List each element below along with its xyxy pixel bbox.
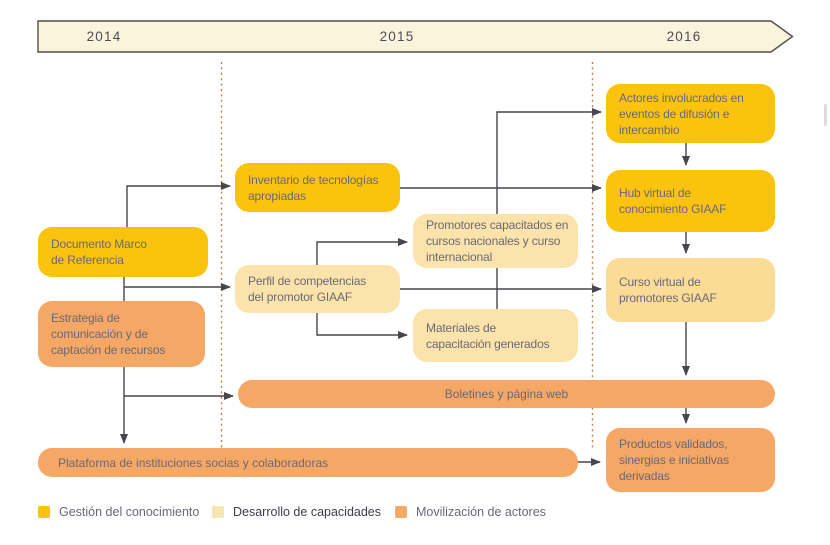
legend-label: Movilización de actores xyxy=(416,505,546,519)
node-boletines-pagina-web: Boletines y página web xyxy=(238,380,775,408)
legend-swatch-capacity xyxy=(212,506,224,518)
node-promotores-capacitados: Promotores capacitados en cursos naciona… xyxy=(413,214,578,268)
year-label-2014: 2014 xyxy=(86,29,122,44)
timeline-banner xyxy=(37,20,794,53)
page-edge-mark xyxy=(824,104,827,126)
year-label-2015: 2015 xyxy=(379,29,415,44)
node-hub-virtual: Hub virtual de conocimiento GIAAF xyxy=(606,170,775,232)
node-label: Materiales de capacitación generados xyxy=(426,320,550,351)
connector-inventario-actores xyxy=(496,108,602,188)
node-curso-virtual: Curso virtual de promotores GIAAF xyxy=(606,258,775,322)
legend-item-gestion-conocimiento: Gestión del conocimiento xyxy=(38,504,199,520)
node-plataforma-instituciones: Plataforma de instituciones socias y col… xyxy=(38,448,578,477)
legend-label: Gestión del conocimiento xyxy=(59,505,200,519)
node-label: Curso virtual de promotores GIAAF xyxy=(619,275,717,305)
legend-swatch-actors xyxy=(395,506,407,518)
node-inventario-tecnologias: Inventario de tecnologías apropiadas xyxy=(235,163,400,212)
node-label: Actores involucrados en eventos de difus… xyxy=(619,90,744,137)
legend-item-movilizacion-actores: Movilización de actores xyxy=(395,504,546,520)
node-label: Productos validados, sinergias e iniciat… xyxy=(619,437,729,483)
node-label: Perfil de competencias del promotor GIAA… xyxy=(248,274,367,304)
node-estrategia-comunicacion: Estrategia de comunicación y de captació… xyxy=(38,301,205,367)
node-label: Boletines y página web xyxy=(444,387,569,401)
node-label: Estrategia de comunicación y de captació… xyxy=(51,311,166,357)
node-actores-involucrados: Actores involucrados en eventos de difus… xyxy=(606,84,775,143)
node-label: Plataforma de instituciones socias y col… xyxy=(58,455,329,470)
node-materiales-capacitacion: Materiales de capacitación generados xyxy=(413,309,578,362)
connector-perfil-promotores xyxy=(316,238,408,266)
legend-item-desarrollo-capacidades: Desarrollo de capacidades xyxy=(212,504,381,520)
node-label: Inventario de tecnologías apropiadas xyxy=(248,172,379,203)
connector-perfil-materiales xyxy=(316,312,408,339)
node-label: Promotores capacitados en cursos naciona… xyxy=(426,218,569,264)
year-label-2016: 2016 xyxy=(666,29,702,44)
node-label: Documento Marco de Referencia xyxy=(51,237,147,267)
node-documento-marco: Documento Marco de Referencia xyxy=(38,227,208,277)
node-perfil-competencias: Perfil de competencias del promotor GIAA… xyxy=(235,265,400,313)
node-productos-validados: Productos validados, sinergias e iniciat… xyxy=(606,428,775,492)
legend-label: Desarrollo de capacidades xyxy=(233,505,382,519)
connector-documento-inventario xyxy=(126,182,231,227)
node-label: Hub virtual de conocimiento GIAAF xyxy=(619,186,727,216)
legend-swatch-knowledge xyxy=(38,506,50,518)
